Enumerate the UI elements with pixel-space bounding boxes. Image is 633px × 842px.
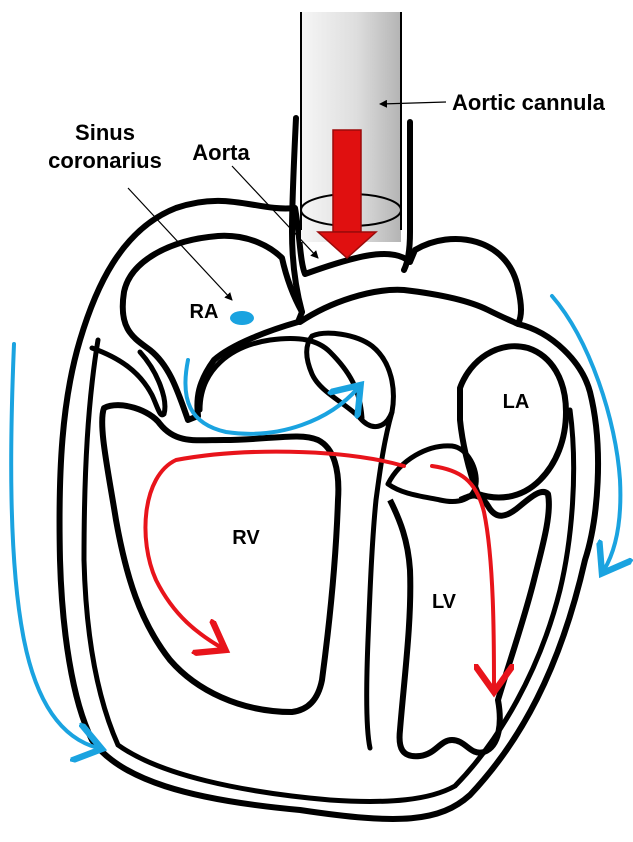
red-flow-rv-arrow [145, 452, 404, 648]
sinus-coronarius-ostium [230, 311, 254, 325]
sinus-coronarius-label-line1: Sinus [75, 120, 135, 145]
rv-label: RV [232, 527, 260, 549]
aorta-right-wall [404, 122, 410, 270]
aortic-cannula-label: Aortic cannula [452, 90, 606, 115]
mitral-leaflet [388, 446, 476, 502]
aorta-label: Aorta [192, 140, 250, 165]
sinus-coronarius-label-line2: coronarius [48, 148, 162, 173]
la-label: LA [503, 391, 530, 413]
ra-label: RA [190, 301, 219, 323]
pulmonary-outflow [300, 290, 518, 324]
lv-label: LV [432, 591, 457, 613]
